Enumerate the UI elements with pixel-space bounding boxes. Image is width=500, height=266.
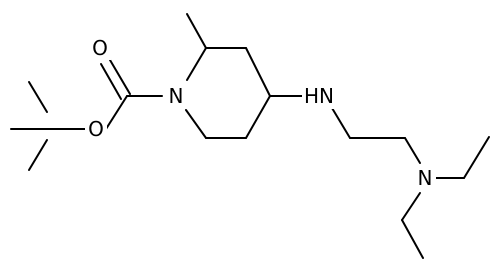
bond-tbu-methyl-bottom: [28, 139, 48, 171]
bond-o-ester-to-carbonyl-c: [105, 95, 128, 130]
bond-ring-c6-n: [185, 109, 207, 139]
atom-o-ester-label: O: [88, 117, 104, 141]
bond-carbonyl-double-b: [100, 63, 122, 100]
bonds: [10, 13, 490, 259]
atom-o-carbonyl-label: O: [92, 36, 108, 60]
atom-n-diethyl-label: N: [418, 166, 433, 190]
atom-n-ring-label: N: [169, 84, 184, 108]
atom-n-diethyl: N: [414, 165, 436, 191]
bond-c2-methyl: [186, 13, 207, 49]
atom-n-ring: N: [165, 83, 187, 109]
atom-nh-amine-label: HN: [304, 84, 334, 108]
atom-labels: O O N HN N: [85, 36, 436, 191]
bond-ring-c3-c4: [245, 47, 271, 97]
atom-nh-amine: HN: [302, 83, 336, 109]
bond-n-to-ethyl2-ch2: [401, 192, 421, 221]
bond-carbonyl-double-a: [109, 59, 131, 95]
atom-o-carbonyl: O: [89, 36, 111, 60]
bond-ring-c4-c5: [245, 95, 271, 139]
bond-tbu-methyl-top: [28, 81, 48, 113]
bond-ch2-to-n-diethyl: [404, 137, 421, 164]
bond-ethyl2-ch2-ch3: [401, 219, 424, 259]
atom-o-ester: O: [85, 117, 107, 141]
bond-ethyl1-ch2-ch3: [463, 136, 490, 179]
bond-ring-n-to-c2: [186, 47, 207, 81]
bond-nh-to-ch2: [331, 107, 351, 139]
